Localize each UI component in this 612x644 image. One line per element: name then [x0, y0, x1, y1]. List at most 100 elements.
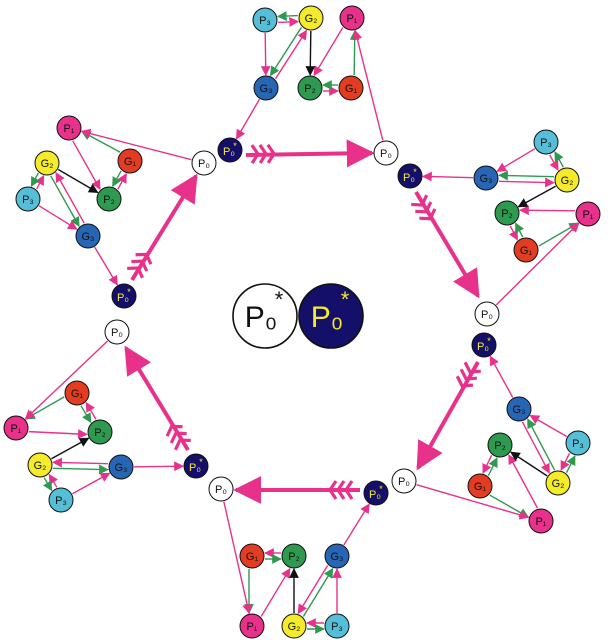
- p1-label: P₁: [10, 423, 21, 435]
- p1-node: [528, 508, 554, 534]
- p2-label: P₂: [494, 440, 506, 452]
- cluster-top-link: [349, 30, 360, 76]
- arrow-fletching: [336, 480, 346, 500]
- cluster-upper-right-link: [554, 151, 564, 168]
- p0-label: P₀: [198, 158, 210, 170]
- cluster-upper-right-in: [422, 171, 474, 182]
- p1-node: [339, 5, 365, 31]
- g2-label: G₂: [34, 460, 47, 472]
- g2-node: [545, 470, 571, 496]
- cluster-lower-right-link: [521, 421, 550, 474]
- legend-white-star: *: [275, 287, 284, 312]
- legend-navy-node: [298, 283, 364, 349]
- cluster-upper-left-link: [57, 168, 99, 194]
- g1-label: G₁: [124, 156, 137, 168]
- p2-label: P₂: [94, 427, 106, 439]
- cluster-lower-left-link: [52, 464, 109, 475]
- arrow-fletching: [169, 431, 187, 444]
- cluster-upper-left-in: [94, 246, 118, 286]
- p3-node: [533, 129, 559, 155]
- p3-node: [252, 7, 278, 33]
- legend-navy-label: P₀: [311, 301, 343, 334]
- g3-node: [324, 543, 350, 569]
- center-legend: P₀ * P₀ *: [232, 283, 364, 349]
- arrow-fletching: [463, 361, 481, 374]
- g2-label: G₂: [41, 158, 54, 170]
- arrow-fletching: [173, 438, 191, 451]
- p1-node: [3, 415, 29, 441]
- cluster-upper-left-link: [38, 205, 78, 230]
- arrow-fletching: [411, 194, 429, 207]
- g1-node: [64, 380, 90, 406]
- cluster-upper-left-link: [30, 172, 40, 187]
- p3-node: [48, 487, 74, 513]
- cluster-lower-left-link: [51, 437, 90, 460]
- p3-label: P₃: [331, 621, 343, 633]
- cluster-upper-left-link: [72, 140, 101, 191]
- cluster-upper-right-out: [495, 222, 580, 306]
- p0-star-mark: *: [413, 167, 417, 177]
- cluster-upper-right-link: [498, 170, 555, 181]
- g3-node: [506, 396, 532, 422]
- cluster-lower-right-in: [489, 355, 514, 398]
- cluster-top-link: [274, 29, 308, 80]
- cluster-top-link: [269, 26, 303, 77]
- legend-white-node: [232, 283, 298, 349]
- p0-star-label: P₀: [369, 489, 381, 501]
- arrow-fletching: [328, 480, 338, 500]
- cluster-upper-right-link: [549, 154, 559, 171]
- p1-node: [56, 115, 82, 141]
- cluster-upper-left-link: [80, 130, 121, 153]
- p1-label: P₁: [582, 209, 593, 221]
- p0-star-node: [363, 480, 389, 506]
- p3-label: P₃: [259, 15, 271, 27]
- cluster-lower-left-out: [24, 340, 109, 420]
- cluster-lower-left-in: [133, 461, 184, 472]
- cluster-upper-right-link: [498, 177, 555, 188]
- arrow-fletching: [165, 424, 183, 437]
- cluster-links: [24, 11, 580, 634]
- p1-label: P₁: [63, 123, 74, 135]
- cluster-upper-left-out: [80, 128, 192, 161]
- p3-label: P₃: [22, 194, 34, 206]
- p1-label: P₁: [346, 13, 357, 25]
- p0-star-mark: *: [233, 141, 237, 151]
- p3-label: P₃: [55, 495, 67, 507]
- cluster-upper-left-link: [50, 175, 80, 227]
- cluster-lower-right-link: [489, 494, 530, 518]
- cluster-upper-left-link: [35, 175, 45, 190]
- cluster-top-out: [352, 29, 384, 141]
- cluster-lower-right-link: [527, 418, 556, 471]
- cluster-lower-right-out: [416, 483, 530, 520]
- p1-label: P₁: [246, 621, 257, 633]
- p2-node: [487, 432, 513, 458]
- cluster-bottom-link: [260, 567, 291, 617]
- cluster-lower-left-link: [48, 473, 59, 488]
- cluster-top-in: [235, 98, 261, 140]
- g3-label: G₃: [512, 404, 525, 416]
- g3-node: [473, 165, 499, 191]
- g2-label: G₂: [561, 175, 574, 187]
- g2-node: [34, 150, 60, 176]
- main-arrow-2: [414, 190, 480, 299]
- p0-star-node: [397, 163, 423, 189]
- cluster-lower-left-link: [72, 472, 111, 495]
- cluster-lower-right-link: [487, 457, 498, 476]
- p2-label: P₂: [103, 194, 115, 206]
- p2-node: [281, 543, 307, 569]
- p2-node: [96, 186, 122, 212]
- p0-node: [104, 319, 130, 345]
- p0-node: [208, 476, 234, 502]
- g2-label: G₂: [288, 621, 301, 633]
- legend-navy-star: *: [341, 287, 350, 312]
- arrow-fletching: [258, 144, 268, 164]
- p2-label: P₂: [288, 551, 300, 563]
- p0-star-label: P₀: [189, 462, 201, 474]
- cluster-bottom-link: [297, 565, 329, 615]
- p0-star-mark: *: [487, 336, 491, 346]
- p0-label: P₀: [111, 327, 123, 339]
- legend-white-label: P₀: [245, 301, 277, 334]
- p0-node: [373, 140, 399, 166]
- g1-node: [513, 237, 539, 263]
